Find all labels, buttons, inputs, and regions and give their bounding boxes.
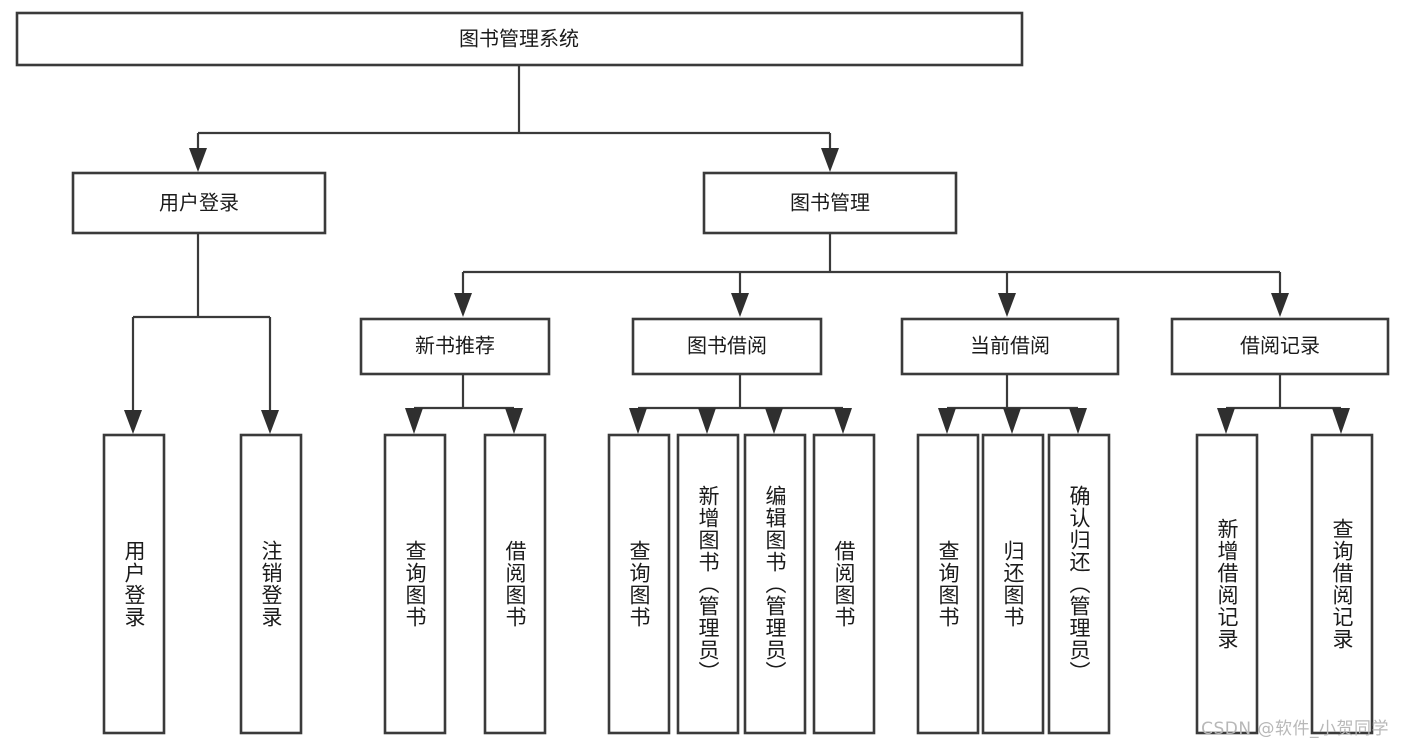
node-root-box[interactable] [15, 11, 1024, 67]
arrow-borrow-record-leaf-1 [1217, 408, 1235, 434]
arrow-to-user-login [189, 148, 207, 172]
node-new-book-recommend[interactable]: 新书推荐 [359, 317, 551, 376]
csdn-watermark: CSDN @软件_小贺同学 [1201, 719, 1389, 739]
arrow-to-leaf-user-login [124, 410, 142, 434]
arrow-to-borrow-record [1271, 293, 1289, 317]
arrow-to-book-borrow [731, 293, 749, 317]
arrow-book-borrow-leaf-3 [765, 408, 783, 434]
arrow-current-borrow-leaf-3 [1069, 408, 1087, 434]
node-root[interactable]: 图书管理系统 [15, 11, 1024, 67]
node-book-management-box[interactable] [702, 171, 958, 235]
leaf-box-cb-query-book[interactable] [916, 433, 980, 735]
arrow-current-borrow-leaf-1 [938, 408, 956, 434]
leaf-box-nb-query-book[interactable] [383, 433, 447, 735]
leaf-box-bb-edit-book[interactable] [743, 433, 807, 735]
arrow-new-book-leaf-1 [405, 408, 423, 434]
node-user-login-box[interactable] [71, 171, 327, 235]
node-book-borrow[interactable]: 图书借阅 [631, 317, 823, 376]
node-current-borrow-box[interactable] [900, 317, 1120, 376]
arrow-to-new-book [454, 293, 472, 317]
connector-group [124, 65, 1350, 434]
node-book-borrow-box[interactable] [631, 317, 823, 376]
arrow-to-leaf-logout [261, 410, 279, 434]
leaf-box-bb-query-book[interactable] [607, 433, 671, 735]
arrow-book-borrow-leaf-1 [629, 408, 647, 434]
node-borrow-record-label: 借阅记录 [1240, 334, 1320, 358]
arrow-to-book-mgmt [821, 148, 839, 172]
node-book-management-label: 图书管理 [790, 191, 870, 215]
leaf-box-bb-add-book[interactable] [676, 433, 740, 735]
arrow-current-borrow-leaf-2 [1003, 408, 1021, 434]
arrow-new-book-leaf-2 [505, 408, 523, 434]
leaf-box-cb-return-book[interactable] [981, 433, 1045, 735]
leaf-box-logout[interactable] [239, 433, 303, 735]
leaf-box-user-login[interactable] [102, 433, 166, 735]
leaf-box-br-add-record[interactable] [1195, 433, 1259, 735]
arrow-book-borrow-leaf-4 [834, 408, 852, 434]
arrow-borrow-record-leaf-2 [1332, 408, 1350, 434]
node-root-label: 图书管理系统 [459, 27, 579, 51]
arrow-book-borrow-leaf-2 [698, 408, 716, 434]
node-book-borrow-label: 图书借阅 [687, 334, 767, 358]
leaf-box-br-query-record[interactable] [1310, 433, 1374, 735]
node-book-management[interactable]: 图书管理 [702, 171, 958, 235]
leaf-box-nb-borrow-book[interactable] [483, 433, 547, 735]
leaf-box-cb-confirm-return[interactable] [1047, 433, 1111, 735]
node-user-login[interactable]: 用户登录 [71, 171, 327, 235]
node-current-borrow[interactable]: 当前借阅 [900, 317, 1120, 376]
leaf-box-bb-borrow-book[interactable] [812, 433, 876, 735]
arrow-to-current-borrow [998, 293, 1016, 317]
node-user-login-label: 用户登录 [159, 191, 239, 215]
node-new-book-recommend-label: 新书推荐 [415, 334, 495, 358]
node-borrow-record[interactable]: 借阅记录 [1170, 317, 1390, 376]
node-current-borrow-label: 当前借阅 [970, 334, 1050, 358]
node-borrow-record-box[interactable] [1170, 317, 1390, 376]
node-new-book-recommend-box[interactable] [359, 317, 551, 376]
